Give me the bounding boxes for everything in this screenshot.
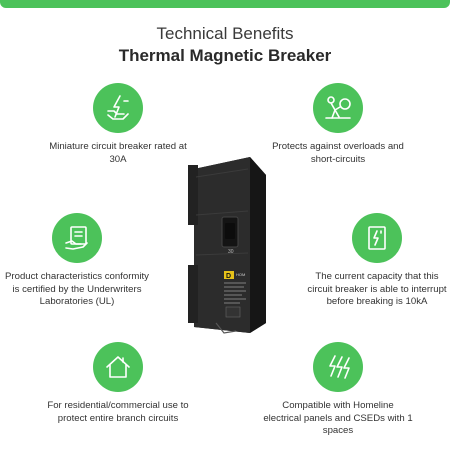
feature-caption: Compatible with Homeline electrical pane…	[263, 400, 413, 436]
handle-rating-label: 30	[228, 249, 234, 255]
lightning-bolts-icon	[313, 342, 363, 392]
page-title: Thermal Magnetic Breaker	[118, 46, 332, 65]
circuit-breaker-image: 30 D HOM	[188, 157, 266, 334]
person-overload-icon	[313, 83, 363, 133]
feature-caption: Protects against overloads and short-cir…	[272, 141, 404, 165]
feature-residential: For residential/commercial use to protec…	[43, 342, 193, 425]
hand-lightning-icon	[93, 83, 143, 133]
top-accent-bar	[0, 0, 450, 8]
page-subtitle: Technical Benefits	[156, 24, 294, 43]
panel-lightning-icon	[352, 213, 402, 263]
feature-caption: Product characteristics conformity is ce…	[5, 271, 149, 307]
feature-interrupt-capacity: The current capacity that this circuit b…	[302, 213, 450, 309]
feature-certification: Product characteristics conformity is ce…	[2, 213, 152, 309]
feature-caption: The current capacity that this circuit b…	[307, 271, 447, 307]
feature-caption: Miniature circuit breaker rated at 30A	[49, 141, 187, 165]
feature-rating: Miniature circuit breaker rated at 30A	[43, 83, 193, 166]
house-icon	[93, 342, 143, 392]
brand-mark: D	[226, 273, 231, 280]
feature-caption: For residential/commercial use to protec…	[47, 400, 189, 424]
feature-compatibility: Compatible with Homeline electrical pane…	[263, 342, 413, 438]
certificate-hand-icon	[52, 213, 102, 263]
model-text: HOM	[236, 272, 245, 277]
feature-protection: Protects against overloads and short-cir…	[263, 83, 413, 166]
